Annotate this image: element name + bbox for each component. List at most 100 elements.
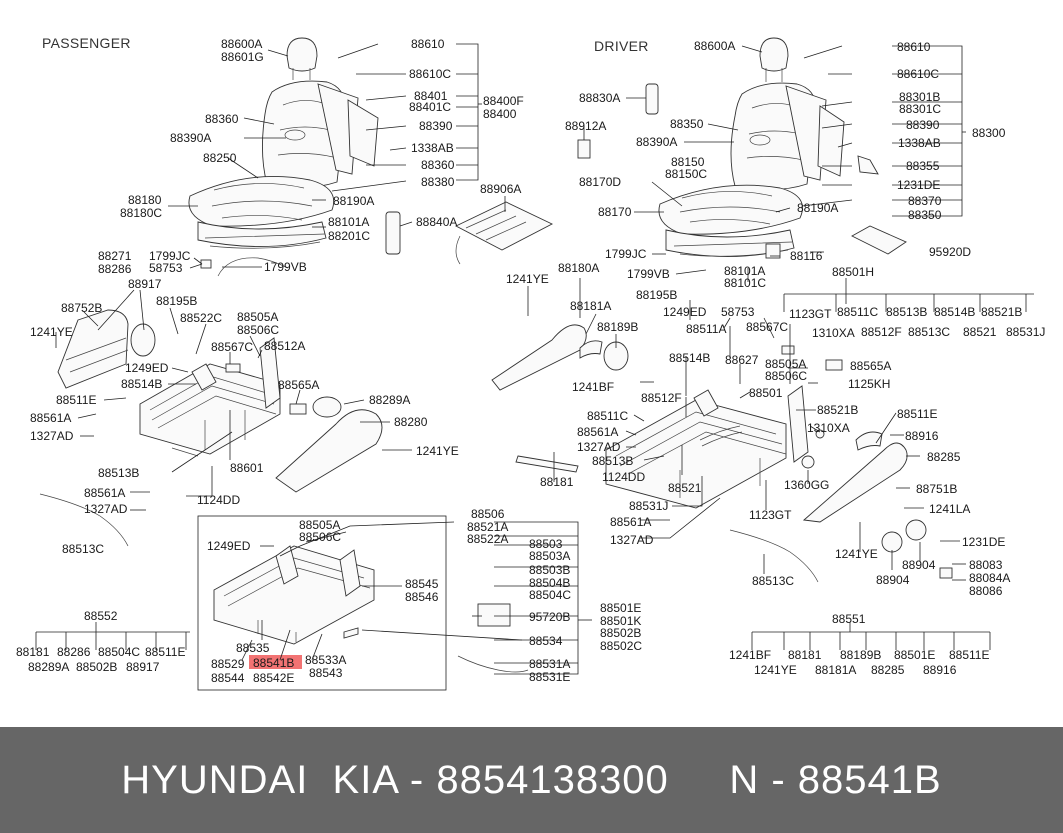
label-88610C: 88610C — [897, 67, 939, 81]
label-1249ED: 1249ED — [663, 305, 707, 319]
label-88512F: 88512F — [641, 391, 682, 405]
passenger-headrest — [286, 37, 318, 80]
label-88380: 88380 — [421, 175, 455, 189]
label-88504C: 88504C — [529, 588, 571, 602]
label-88501E: 88501E — [600, 601, 641, 615]
parts-diagram: PASSENGER DRIVER — [16, 35, 1045, 691]
passenger-heading: PASSENGER — [42, 35, 131, 51]
track-assembly — [213, 545, 529, 673]
label-88521B: 88521B — [817, 403, 858, 417]
label-88917: 88917 — [126, 660, 160, 674]
label-88551: 88551 — [832, 612, 866, 626]
label-88501K: 88501K — [600, 614, 641, 628]
label-88511E: 88511E — [56, 393, 96, 407]
label-1249ED: 1249ED — [207, 539, 251, 553]
label-1123GT: 1123GT — [789, 307, 832, 321]
label-88511E: 88511E — [949, 648, 989, 662]
label-88512F: 88512F — [861, 325, 902, 339]
label-88545: 88545 — [405, 577, 439, 591]
label-88561A: 88561A — [577, 425, 618, 439]
passenger-seatback — [261, 80, 379, 189]
label-88531J: 88531J — [629, 499, 668, 513]
label-88503B: 88503B — [529, 563, 570, 577]
label-1241YE: 1241YE — [30, 325, 73, 339]
label-88300: 88300 — [972, 126, 1006, 140]
label-1231DE: 1231DE — [897, 178, 940, 192]
label-88544: 88544 — [211, 671, 245, 685]
label-1124DD: 1124DD — [197, 493, 240, 507]
label-88180: 88180 — [128, 193, 162, 207]
label-88600A: 88600A — [221, 37, 262, 51]
label-88289A: 88289A — [28, 660, 69, 674]
label-88181A: 88181A — [570, 299, 611, 313]
label-88195B: 88195B — [156, 294, 197, 308]
label-88083: 88083 — [969, 558, 1003, 572]
label-88289A: 88289A — [369, 393, 410, 407]
label-88360: 88360 — [205, 112, 239, 126]
label-88181A: 88181A — [815, 663, 856, 677]
label-88830A: 88830A — [579, 91, 620, 105]
label-1241LA: 1241LA — [929, 502, 970, 516]
label-1327AD: 1327AD — [577, 440, 621, 454]
label-1327AD: 1327AD — [610, 533, 654, 547]
driver-wire — [515, 455, 819, 583]
label-88506: 88506 — [471, 507, 505, 521]
label-88521B: 88521B — [981, 305, 1022, 319]
label-88180C: 88180C — [120, 206, 162, 220]
label-88390: 88390 — [419, 119, 453, 133]
label-88529: 88529 — [211, 657, 245, 671]
label-1123GT: 1123GT — [749, 508, 792, 522]
label-88511C: 88511C — [837, 305, 878, 319]
label-88541B: 88541B — [253, 656, 294, 670]
label-88521: 88521 — [668, 481, 702, 495]
label-88534: 88534 — [529, 634, 563, 648]
label-88531E: 88531E — [529, 670, 570, 684]
label-88506C: 88506C — [299, 530, 341, 544]
label-88916: 88916 — [923, 663, 957, 677]
label-88506C: 88506C — [237, 323, 279, 337]
label-88355: 88355 — [906, 159, 940, 173]
passenger-seat-frame — [57, 309, 383, 493]
label-88552: 88552 — [84, 609, 118, 623]
driver-heading: DRIVER — [594, 38, 649, 54]
label-88546: 88546 — [405, 590, 439, 604]
driver-seatback — [577, 82, 879, 191]
label-88505A: 88505A — [765, 357, 806, 371]
label-88086: 88086 — [969, 584, 1003, 598]
label-1338AB: 1338AB — [411, 141, 454, 155]
label-88390A: 88390A — [636, 135, 677, 149]
label-88511A: 88511A — [686, 322, 726, 336]
label-88840A: 88840A — [416, 215, 457, 229]
driver-headrest — [759, 37, 789, 82]
label-88521A: 88521A — [467, 520, 508, 534]
label-88916: 88916 — [905, 429, 939, 443]
passenger-side-parts — [200, 201, 554, 277]
label-88561A: 88561A — [84, 486, 125, 500]
label-88601G: 88601G — [221, 50, 264, 64]
label-88567C: 88567C — [746, 320, 788, 334]
label-88501E: 88501E — [894, 648, 935, 662]
label-88360: 88360 — [421, 158, 455, 172]
label-88561A: 88561A — [610, 515, 651, 529]
label-1124DD: 1124DD — [602, 470, 645, 484]
label-88271: 88271 — [98, 249, 132, 263]
label-88181: 88181 — [788, 648, 822, 662]
label-88917: 88917 — [128, 277, 162, 291]
part-number-footer: HYUNDAI KIA - 8854138300 N - 88541B — [0, 727, 1063, 833]
label-88513B: 88513B — [98, 466, 139, 480]
label-1310XA: 1310XA — [807, 421, 850, 435]
label-88350: 88350 — [670, 117, 704, 131]
label-88390: 88390 — [906, 118, 940, 132]
driver-cushion — [658, 184, 907, 259]
label-88610C: 88610C — [409, 67, 451, 81]
label-88506C: 88506C — [765, 369, 807, 383]
label-1125KH: 1125KH — [848, 377, 890, 391]
label-1338AB: 1338AB — [898, 136, 941, 150]
label-88503: 88503 — [529, 537, 563, 551]
highlight-88541B — [249, 655, 302, 669]
label-88390A: 88390A — [170, 131, 211, 145]
label-88513C: 88513C — [752, 574, 794, 588]
label-88542E: 88542E — [253, 671, 294, 685]
label-88150: 88150 — [671, 155, 705, 169]
label-88535: 88535 — [236, 641, 270, 655]
